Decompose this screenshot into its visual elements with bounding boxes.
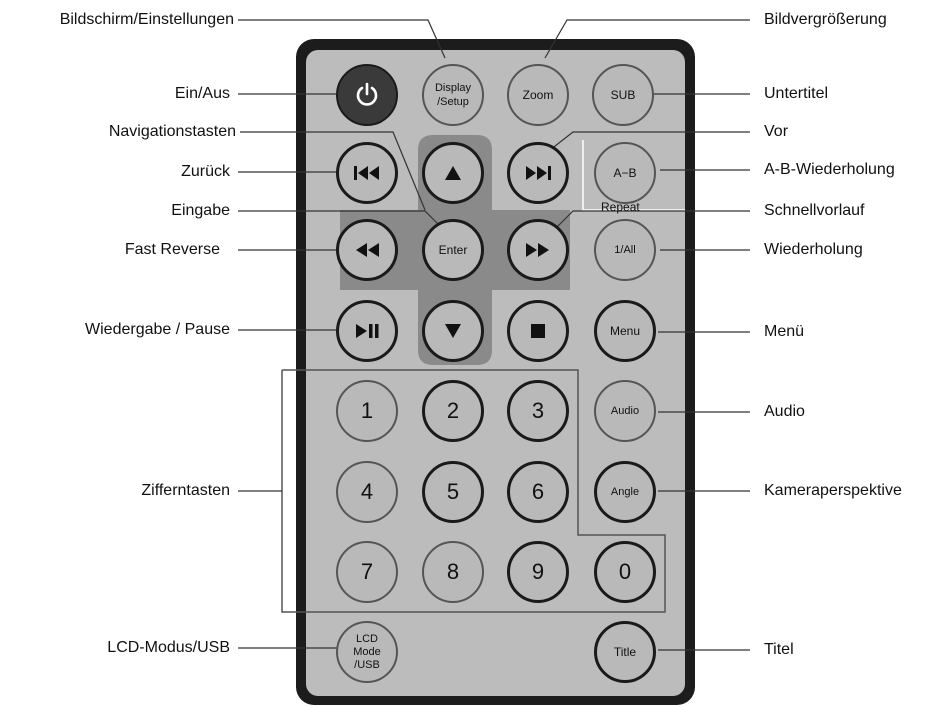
play-pause-icon	[356, 324, 379, 338]
sub-label: SUB	[610, 88, 636, 102]
digit-5-label: 5	[446, 479, 460, 504]
title-label: Title	[613, 645, 637, 659]
audio-label: Audio	[610, 405, 640, 417]
display-setup-button[interactable]: Display /Setup	[422, 64, 484, 126]
digit-7-label: 7	[360, 559, 374, 584]
callout-menu: Menü	[764, 323, 805, 340]
sub-button[interactable]: SUB	[592, 64, 654, 126]
digit-0-button[interactable]: 0	[594, 541, 656, 603]
digit-8-button[interactable]: 8	[422, 541, 484, 603]
zoom-button[interactable]: Zoom	[507, 64, 569, 126]
digit-group-outline	[281, 369, 666, 613]
digit-2-label: 2	[446, 398, 460, 423]
digit-7-button[interactable]: 7	[336, 541, 398, 603]
zoom-label: Zoom	[522, 88, 554, 102]
callout-play-pause: Wiedergabe / Pause	[85, 321, 230, 338]
skip-back-icon	[354, 166, 379, 180]
angle-button[interactable]: Angle	[594, 461, 656, 523]
callout-display-setup: Bildschirm/Einstellungen	[59, 11, 234, 28]
callout-back: Zurück	[181, 163, 230, 180]
callout-ab-repeat: A-B-Wiederholung	[764, 161, 895, 178]
digit-0-label: 0	[618, 559, 632, 584]
digit-9-label: 9	[531, 559, 545, 584]
menu-button[interactable]: Menu	[594, 300, 656, 362]
menu-label: Menu	[609, 324, 641, 338]
digit-6-label: 6	[531, 479, 545, 504]
callout-zoom: Bildvergrößerung	[764, 11, 887, 28]
stop-icon	[531, 324, 545, 338]
digit-1-button[interactable]: 1	[336, 380, 398, 442]
power-button[interactable]	[336, 64, 398, 126]
callout-digits: Zifferntasten	[141, 482, 230, 499]
lcd-mode-usb-label: LCD Mode /USB	[353, 632, 381, 671]
leader-lines	[238, 19, 750, 651]
fast-reverse-button[interactable]	[336, 219, 398, 281]
display-setup-label: Display /Setup	[434, 82, 472, 108]
stop-button[interactable]	[507, 300, 569, 362]
repeat-button[interactable]: 1/All	[594, 219, 656, 281]
ab-repeat-button[interactable]: A−B	[594, 142, 656, 204]
skip-forward-icon	[526, 166, 551, 180]
power-icon	[356, 82, 378, 106]
digit-1-label: 1	[360, 398, 374, 423]
callout-next: Vor	[764, 123, 789, 140]
audio-button[interactable]: Audio	[594, 380, 656, 442]
lcd-mode-usb-button[interactable]: LCD Mode /USB	[336, 621, 398, 683]
digit-4-button[interactable]: 4	[336, 461, 398, 523]
angle-label: Angle	[610, 486, 640, 498]
digit-3-button[interactable]: 3	[507, 380, 569, 442]
digit-6-button[interactable]: 6	[507, 461, 569, 523]
play-pause-button[interactable]	[336, 300, 398, 362]
arrow-down-icon	[445, 324, 461, 338]
digit-2-button[interactable]: 2	[422, 380, 484, 442]
digit-9-button[interactable]: 9	[507, 541, 569, 603]
callout-audio: Audio	[764, 403, 805, 420]
callout-title: Titel	[764, 641, 794, 658]
digit-3-label: 3	[531, 398, 545, 423]
callout-repeat: Wiederholung	[764, 241, 863, 258]
next-button[interactable]	[507, 142, 569, 204]
up-button[interactable]	[422, 142, 484, 204]
callout-fast-forward: Schnellvorlauf	[764, 202, 865, 219]
arrow-up-icon	[445, 166, 461, 180]
enter-label: Enter	[438, 243, 468, 257]
title-button[interactable]: Title	[594, 621, 656, 683]
ab-label: A−B	[613, 166, 637, 180]
repeat-caption: Repeat	[601, 200, 640, 214]
fast-reverse-icon	[356, 243, 379, 257]
previous-button[interactable]	[336, 142, 398, 204]
callout-subtitle: Untertitel	[764, 85, 829, 102]
ab-repeat-outline	[582, 140, 685, 211]
callout-power: Ein/Aus	[174, 85, 230, 102]
repeat-label: 1/All	[614, 244, 636, 256]
fast-forward-icon	[526, 243, 549, 257]
enter-button[interactable]: Enter	[422, 219, 484, 281]
down-button[interactable]	[422, 300, 484, 362]
fast-forward-button[interactable]	[507, 219, 569, 281]
callout-lcd-mode: LCD-Modus/USB	[107, 639, 230, 656]
callout-enter: Eingabe	[171, 202, 230, 219]
callout-navigation: Navigationstasten	[108, 123, 236, 140]
callout-angle: Kameraperspektive	[764, 482, 902, 499]
digit-4-label: 4	[360, 479, 374, 504]
callout-fast-reverse: Fast Reverse	[124, 241, 220, 258]
digit-8-label: 8	[446, 559, 460, 584]
digit-5-button[interactable]: 5	[422, 461, 484, 523]
